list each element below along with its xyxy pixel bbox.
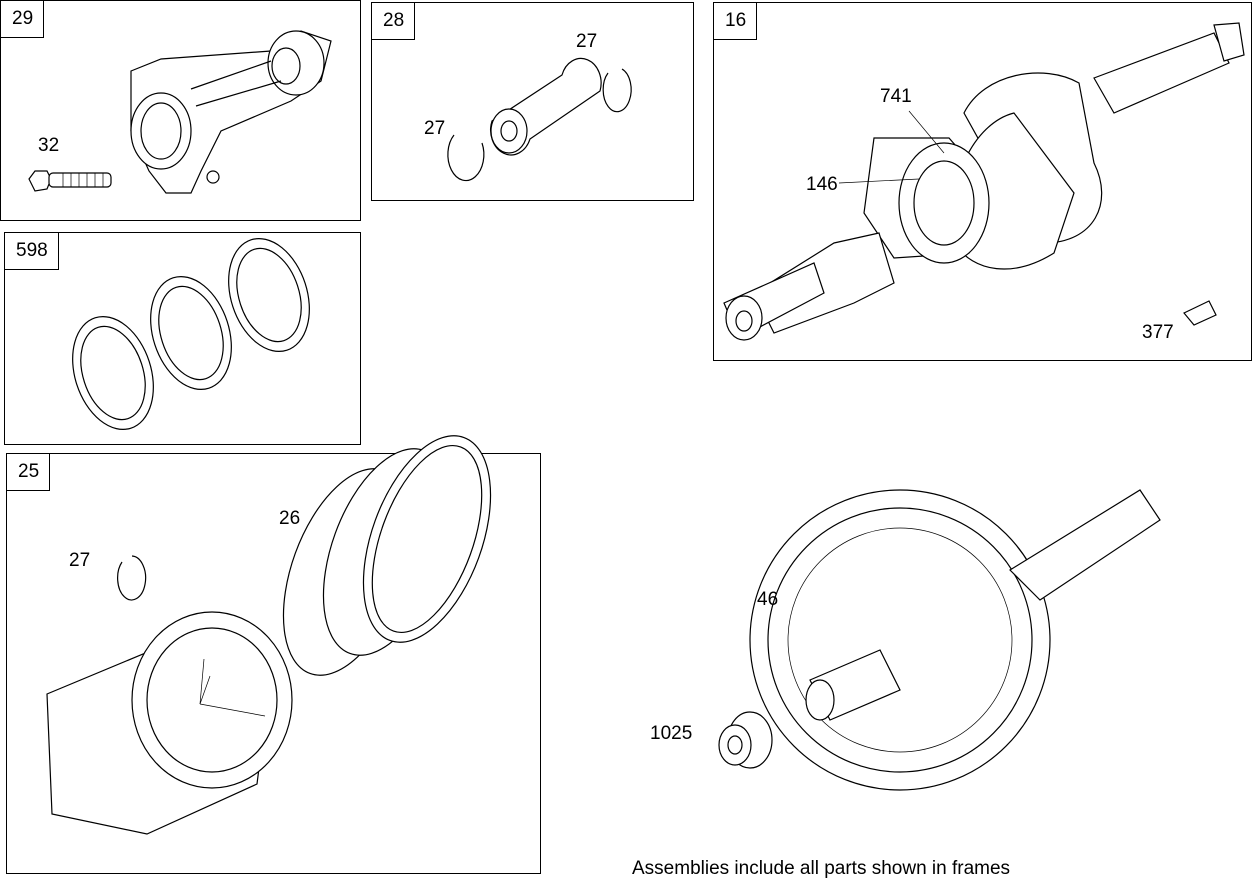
frame-tag: 28	[371, 2, 416, 40]
piston-pin	[490, 57, 602, 156]
frame-tag: 16	[713, 2, 758, 40]
piston-drawing	[46, 435, 492, 835]
shim-3	[228, 238, 310, 352]
bushing-1025	[718, 711, 773, 769]
wrist-pin-clip	[117, 555, 147, 601]
shim-1	[72, 316, 154, 430]
callout-377: 377	[1142, 322, 1174, 343]
camshaft-body	[805, 489, 1161, 721]
frame-tag: 598	[4, 232, 59, 270]
shims-drawing	[72, 238, 310, 430]
crankshaft-gear	[898, 142, 990, 264]
crankshaft-drawing	[723, 22, 1245, 341]
frame-tag: 25	[6, 453, 51, 491]
callout-146: 146	[806, 174, 838, 195]
frame-tag: 29	[0, 0, 45, 38]
crankshaft	[723, 22, 1245, 341]
callout-741: 741	[880, 86, 912, 107]
callout-27: 27	[69, 550, 91, 571]
camshaft-gear	[749, 489, 1051, 791]
woodruff-key	[1183, 300, 1217, 326]
callout-27-left: 27	[424, 118, 446, 139]
frame-25: 25 26 27	[6, 435, 541, 874]
piston-pin-drawing	[447, 57, 632, 182]
circlip-right	[602, 68, 632, 113]
callout-46: 46	[757, 589, 779, 610]
frame-29: 29 32	[0, 0, 361, 221]
frame-28: 28 27 27	[371, 2, 694, 201]
rod-body	[130, 30, 332, 194]
piston	[46, 611, 293, 835]
connecting-rod-drawing	[28, 30, 332, 194]
circlip-left	[447, 134, 485, 182]
callout-32: 32	[38, 135, 60, 156]
frame-16: 16 741 146 377	[713, 2, 1252, 361]
rod-bolt	[28, 170, 112, 192]
shim-2	[150, 276, 232, 390]
callout-1025: 1025	[650, 723, 693, 744]
piston-rings	[282, 435, 492, 676]
callout-26: 26	[279, 508, 301, 529]
frame-598: 598	[4, 232, 361, 445]
footnote: Assemblies include all parts shown in fr…	[632, 858, 1011, 879]
callout-27-right: 27	[576, 31, 598, 52]
